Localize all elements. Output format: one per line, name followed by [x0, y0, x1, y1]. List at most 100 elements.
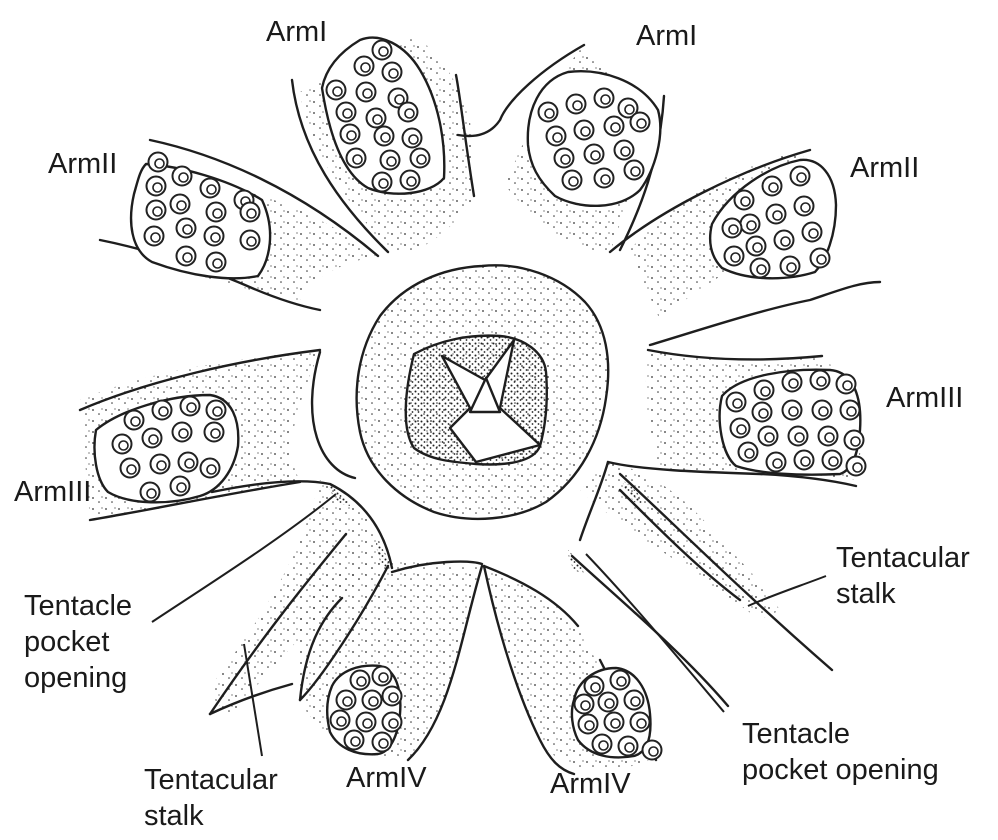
sucker [347, 149, 366, 168]
sucker [803, 223, 822, 242]
sucker [625, 161, 644, 180]
sucker [381, 151, 400, 170]
sucker [181, 397, 200, 416]
sucker [563, 171, 582, 190]
label-tentacle-pocket-opening-right: Tentacle pocket opening [742, 716, 939, 788]
sucker [575, 121, 594, 140]
sucker [813, 401, 832, 420]
sucker [241, 203, 260, 222]
sucker [241, 231, 260, 250]
sucker [539, 103, 558, 122]
sucker [171, 477, 190, 496]
sucker [331, 711, 350, 730]
sucker [411, 149, 430, 168]
mouth-beak [406, 336, 547, 465]
sucker [153, 401, 172, 420]
sucker [179, 453, 198, 472]
label-arm-iii-left: ArmIII [14, 474, 91, 510]
sucker [141, 483, 160, 502]
sucker [723, 219, 742, 238]
label-tentacular-stalk-right: Tentacular stalk [836, 540, 970, 612]
sucker [207, 401, 226, 420]
sucker [841, 401, 860, 420]
sucker [147, 201, 166, 220]
sucker [847, 457, 866, 476]
sucker [147, 177, 166, 196]
leader-lines [152, 494, 826, 756]
sucker [837, 375, 856, 394]
sucker [341, 125, 360, 144]
sucker [775, 231, 794, 250]
sucker [383, 687, 402, 706]
sucker [205, 423, 224, 442]
sucker [207, 253, 226, 272]
sucker [201, 179, 220, 198]
sucker [113, 435, 132, 454]
sucker [149, 153, 168, 172]
sucker [585, 145, 604, 164]
sucker [151, 455, 170, 474]
label-tentacular-stalk-left: Tentacular stalk [144, 762, 278, 834]
sucker [383, 63, 402, 82]
sucker [363, 691, 382, 710]
sucker [605, 713, 624, 732]
sucker [619, 737, 638, 756]
sucker [605, 117, 624, 136]
sucker [781, 257, 800, 276]
sucker [767, 453, 786, 472]
sucker [767, 205, 786, 224]
sucker [145, 227, 164, 246]
sucker [631, 113, 650, 132]
sucker [121, 459, 140, 478]
sucker [357, 83, 376, 102]
sucker [173, 423, 192, 442]
sucker [125, 411, 144, 430]
sucker [357, 713, 376, 732]
sucker [811, 371, 830, 390]
sucker [789, 427, 808, 446]
sucker [595, 89, 614, 108]
sucker [755, 381, 774, 400]
sucker [375, 127, 394, 146]
sucker [811, 249, 830, 268]
sucker [399, 103, 418, 122]
sucker [611, 671, 630, 690]
sucker [759, 427, 778, 446]
sucker [373, 41, 392, 60]
sucker [173, 167, 192, 186]
sucker [201, 459, 220, 478]
sucker [403, 129, 422, 148]
sucker [845, 431, 864, 450]
sucker [763, 177, 782, 196]
sucker [819, 427, 838, 446]
sucker [547, 127, 566, 146]
sucker [823, 451, 842, 470]
sucker [401, 171, 420, 190]
label-arm-iv-right: ArmIV [550, 766, 631, 802]
sucker [791, 167, 810, 186]
sucker [575, 695, 594, 714]
sucker [337, 691, 356, 710]
sucker [373, 667, 392, 686]
sucker [741, 215, 760, 234]
sucker [795, 197, 814, 216]
sucker [143, 429, 162, 448]
label-arm-ii-left: ArmII [48, 146, 117, 182]
sucker [327, 81, 346, 100]
sucker [625, 691, 644, 710]
arm-ii-right [610, 150, 880, 345]
sucker [727, 393, 746, 412]
sucker [751, 259, 770, 278]
sucker [337, 103, 356, 122]
sucker [351, 671, 370, 690]
sucker [367, 109, 386, 128]
label-arm-i-left: ArmI [266, 14, 327, 50]
sucker [177, 247, 196, 266]
sucker [355, 57, 374, 76]
sucker [207, 203, 226, 222]
sucker [731, 419, 750, 438]
sucker [783, 373, 802, 392]
sucker [345, 731, 364, 750]
